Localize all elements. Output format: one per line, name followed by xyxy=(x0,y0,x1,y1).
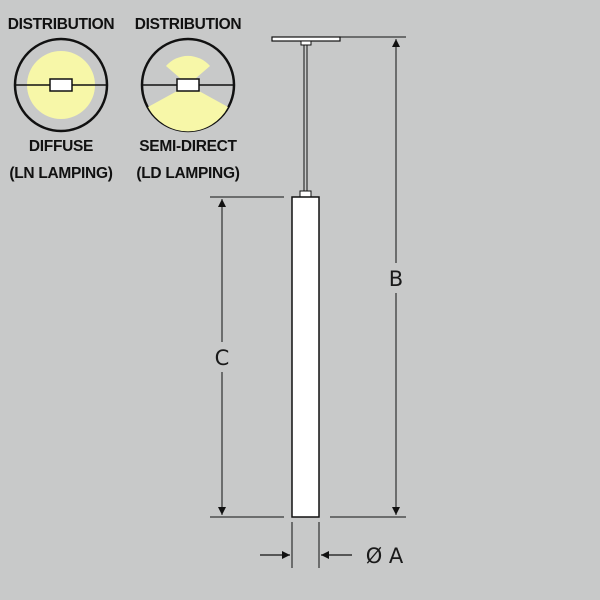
suspension-stem xyxy=(303,45,308,191)
dimension-b-label: B xyxy=(389,267,403,291)
distribution-lamping: (LN LAMPING) xyxy=(9,165,112,182)
dimension-a-label: A xyxy=(389,544,404,568)
distribution-heading: DISTRIBUTION xyxy=(8,16,115,33)
pendant-fixture xyxy=(271,36,341,518)
diffuse-distribution-icon xyxy=(13,37,109,133)
dimension-b: B xyxy=(322,36,408,518)
distribution-name: SEMI-DIRECT xyxy=(139,138,237,155)
distribution-diffuse: DISTRIBUTION DIFFUSE (LN LAMPING) xyxy=(8,16,115,182)
fixture-cylinder xyxy=(291,196,320,518)
diameter-symbol: Ø xyxy=(366,544,383,568)
semi-direct-distribution-icon xyxy=(140,37,236,133)
distribution-semi-direct: DISTRIBUTION SEMI-DIRECT (LD LAMPING) xyxy=(135,16,242,182)
dimension-a: Ø A xyxy=(260,522,404,568)
dimension-c-label: C xyxy=(215,346,230,370)
dimension-c: C xyxy=(208,196,284,518)
distribution-name: DIFFUSE xyxy=(29,138,93,155)
ceiling-canopy xyxy=(271,36,341,42)
distribution-lamping: (LD LAMPING) xyxy=(136,165,239,182)
distribution-heading: DISTRIBUTION xyxy=(135,16,242,33)
stem-connector xyxy=(299,190,312,198)
